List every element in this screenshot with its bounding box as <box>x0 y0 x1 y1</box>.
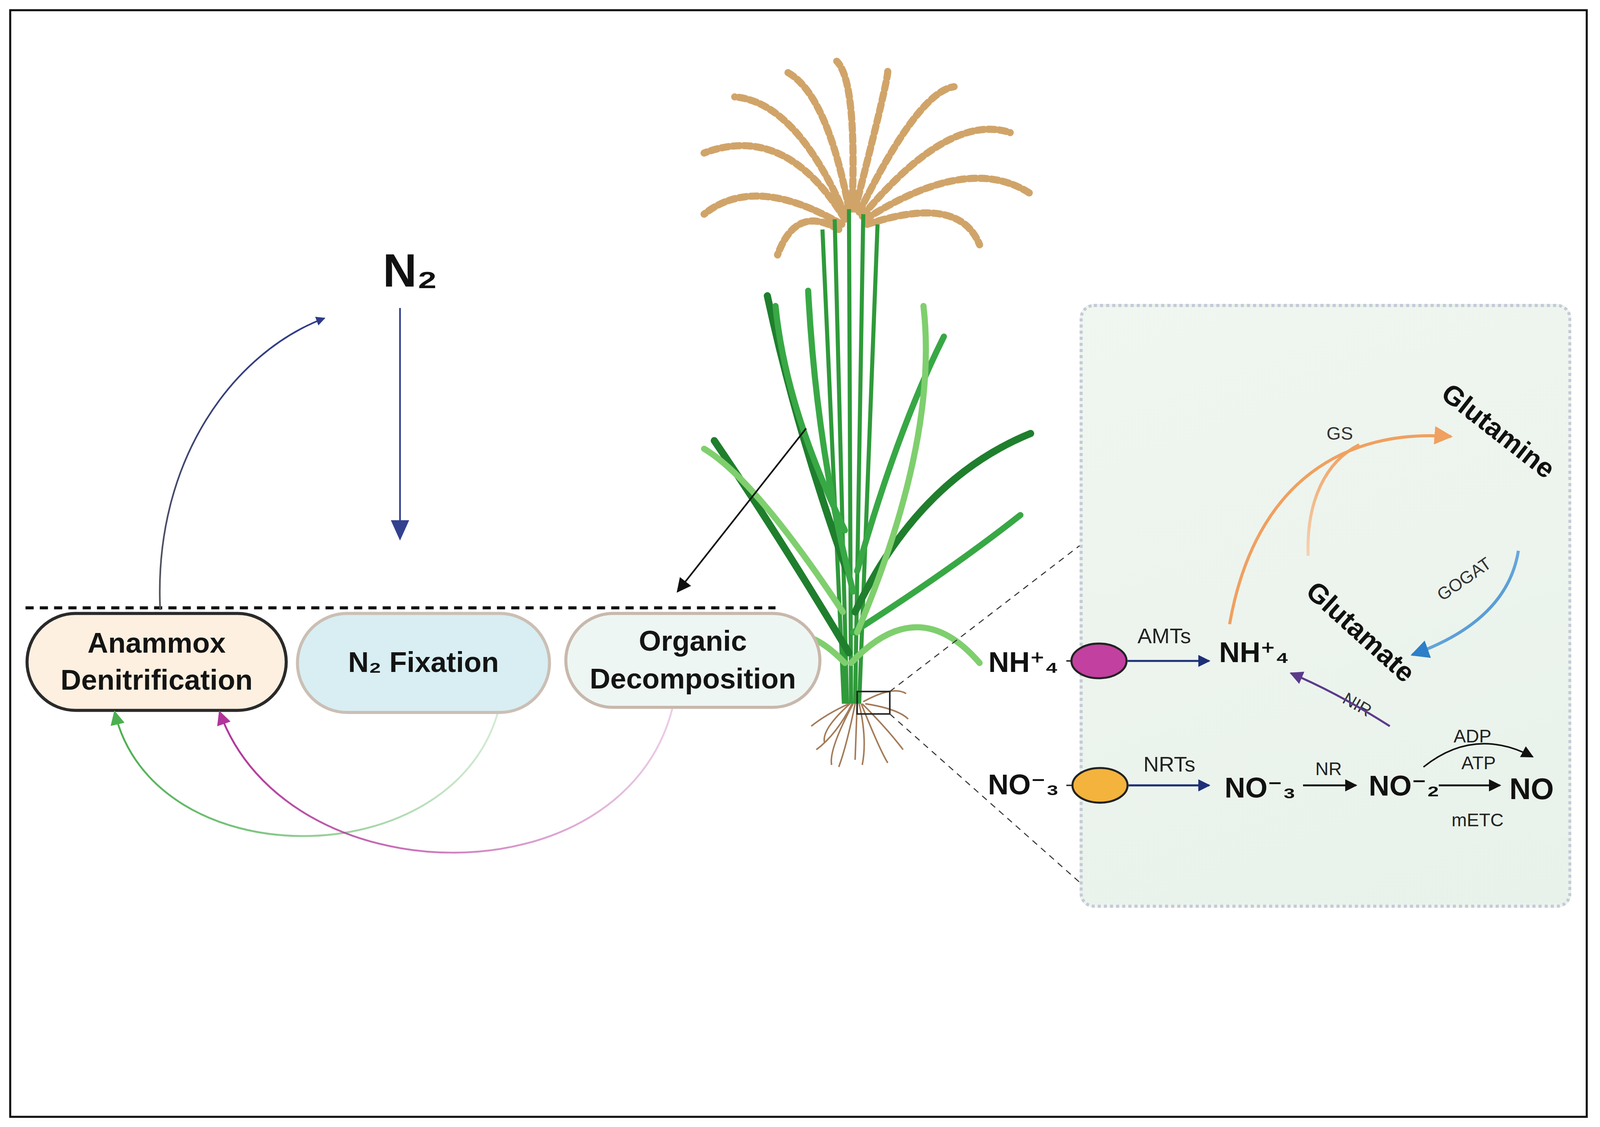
pathway-label: mETC <box>1451 811 1504 830</box>
reduction-arrow <box>1438 784 1500 787</box>
gs-branch <box>1308 444 1360 557</box>
leaves-mid <box>775 290 1021 633</box>
pathway-label: NRTs <box>1143 753 1196 775</box>
pathway-label: Glutamine <box>1436 379 1560 484</box>
zoom-box <box>857 691 890 715</box>
zoom-lines <box>889 545 1080 883</box>
process-pill: N₂ Fixation <box>295 612 551 715</box>
nir-arrow <box>1290 673 1390 727</box>
root-detail-panel: GS GlutamineGlutamate GOGAT AMTsNH⁺₄ NIR ADP A… <box>1079 304 1572 909</box>
leaves-light <box>704 305 980 664</box>
process-pill: Organic Decomposition <box>564 612 822 710</box>
pathway-label: NH⁺₄ <box>1219 638 1290 668</box>
pathway-label: ADP <box>1453 727 1492 746</box>
molecule-label: NH⁺₄ <box>988 648 1059 678</box>
uptake-arrow <box>1127 660 1209 662</box>
pathway-label: Glutamate <box>1301 577 1420 688</box>
panicle-stalks <box>704 61 1031 255</box>
pathway-label: NO⁻₂ <box>1368 772 1440 801</box>
reduction-arrow <box>1303 784 1357 787</box>
molecule-label: N₂ <box>382 246 438 294</box>
process-label: Anammox Denitrification <box>40 624 273 700</box>
transporter-stub <box>1066 661 1074 786</box>
pathway-label: GOGAT <box>1434 554 1495 605</box>
flow-connector <box>219 709 673 853</box>
fixation-arrow <box>399 307 401 523</box>
stems <box>822 209 878 705</box>
litter-arrow <box>677 428 807 592</box>
release-arrow <box>159 318 325 610</box>
uptake-arrow <box>1128 784 1210 787</box>
pathway-label: ATP <box>1461 754 1496 773</box>
atp-arrow <box>1423 743 1533 768</box>
flow-connector <box>114 711 498 837</box>
rice-grains <box>704 61 1031 255</box>
soil-surface-line <box>25 606 776 610</box>
pathway-label: NR <box>1315 760 1342 779</box>
pathway-label: NO⁻₃ <box>1224 774 1296 804</box>
pathway-label: AMTs <box>1137 624 1192 647</box>
roots <box>811 691 909 768</box>
gogat-arrow <box>1412 550 1519 655</box>
ammonium-transporter <box>1071 643 1127 679</box>
process-label: Organic Decomposition <box>579 623 807 698</box>
outer-frame <box>10 10 1587 1118</box>
gs-arrow <box>1229 435 1451 625</box>
arrow-head <box>390 520 410 541</box>
process-pill: Anammox Denitrification <box>25 612 288 713</box>
pathway-label: NO <box>1509 774 1554 805</box>
nitrate-transporter <box>1072 768 1128 803</box>
pathway-label: NIR <box>1339 689 1375 720</box>
molecule-label: NO⁻₃ <box>988 771 1060 801</box>
pathway-label: GS <box>1326 424 1354 444</box>
leaves-dark <box>714 295 1031 653</box>
process-label: N₂ Fixation <box>348 644 499 682</box>
